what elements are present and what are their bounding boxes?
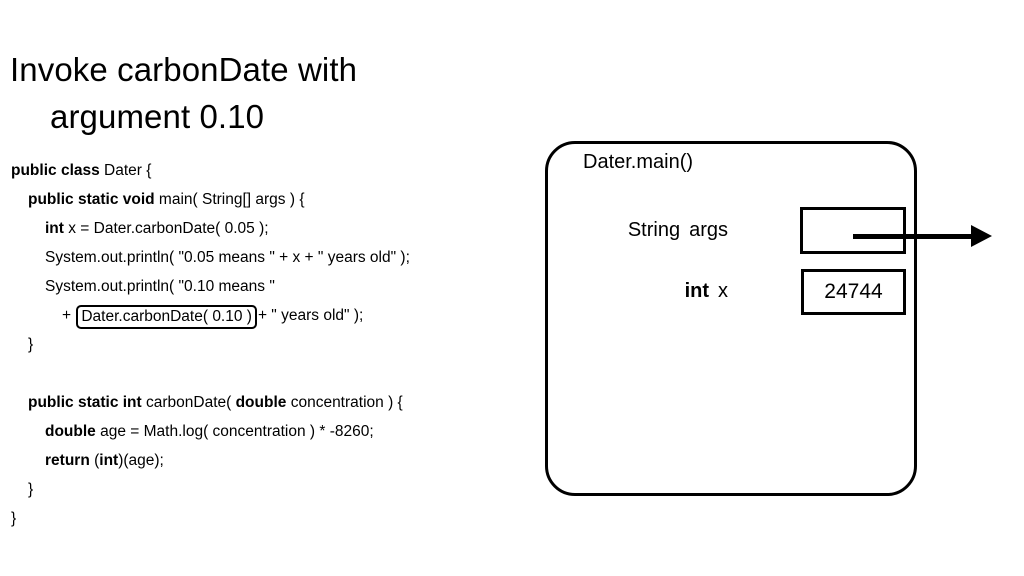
variable-value-x: 24744: [824, 280, 883, 303]
code-segment: main( String[] args ) {: [158, 191, 305, 208]
code-line: }: [11, 330, 531, 359]
code-segment: return: [45, 452, 95, 469]
variable-type-args: String: [627, 219, 681, 241]
code-line: int x = Dater.carbonDate( 0.05 );: [11, 214, 531, 243]
java-code-listing: public class Dater {public static void m…: [11, 156, 531, 533]
code-line: return (int)(age);: [11, 446, 531, 475]
title-line-1: Invoke carbonDate with: [10, 51, 358, 88]
code-segment: }: [11, 510, 17, 527]
code-segment: }: [28, 336, 34, 353]
code-segment: public class: [11, 162, 105, 179]
code-segment: concentration ) {: [290, 394, 403, 411]
variable-value-box-x: 24744: [801, 269, 906, 315]
variable-name-args: args: [689, 219, 728, 241]
code-segment: )(age);: [118, 452, 164, 469]
variable-row-args: String args: [603, 207, 728, 253]
code-line: public static void main( String[] args )…: [11, 185, 531, 214]
code-segment: int: [99, 452, 119, 469]
code-line: public class Dater {: [11, 156, 531, 185]
code-segment: System.out.println( "0.10 means ": [45, 278, 275, 295]
code-line: [11, 359, 531, 388]
code-segment: +: [62, 307, 76, 324]
code-line: double age = Math.log( concentration ) *…: [11, 417, 531, 446]
page-title: Invoke carbonDate with argument 0.10: [10, 46, 510, 140]
variable-label-args: String args: [628, 207, 728, 253]
title-line-2: argument 0.10: [50, 98, 265, 135]
code-segment: (: [94, 452, 100, 469]
code-line: + Dater.carbonDate( 0.10 )+ " years old"…: [11, 301, 531, 330]
code-segment: + " years old" );: [257, 307, 364, 324]
code-segment: System.out.println( "0.05 means " + x + …: [45, 249, 410, 266]
code-line: public static int carbonDate( double con…: [11, 388, 531, 417]
code-segment: public static int: [28, 394, 146, 411]
code-segment: double: [45, 423, 101, 440]
code-segment: Dater {: [104, 162, 152, 179]
code-line: }: [11, 504, 531, 533]
code-line: System.out.println( "0.10 means ": [11, 272, 531, 301]
variable-name-x: x: [718, 280, 728, 302]
code-segment: x = Dater.carbonDate( 0.05 );: [68, 220, 269, 237]
variable-value-box-args: [800, 207, 906, 254]
variable-type-x: int: [684, 280, 709, 302]
code-segment: int: [45, 220, 69, 237]
highlighted-call-box: Dater.carbonDate( 0.10 ): [76, 305, 257, 329]
args-pointer-arrowhead-icon: [971, 225, 992, 247]
code-segment: }: [28, 481, 34, 498]
code-segment: public static void: [28, 191, 159, 208]
code-line: System.out.println( "0.05 means " + x + …: [11, 243, 531, 272]
code-segment: carbonDate(: [145, 394, 236, 411]
stack-frame-title: Dater.main(): [583, 151, 694, 173]
code-line: }: [11, 475, 531, 504]
code-segment: double: [235, 394, 291, 411]
args-pointer-line: [853, 234, 975, 239]
stack-frame-box: [545, 141, 917, 496]
code-segment: age = Math.log( concentration ) * -8260;: [100, 423, 374, 440]
